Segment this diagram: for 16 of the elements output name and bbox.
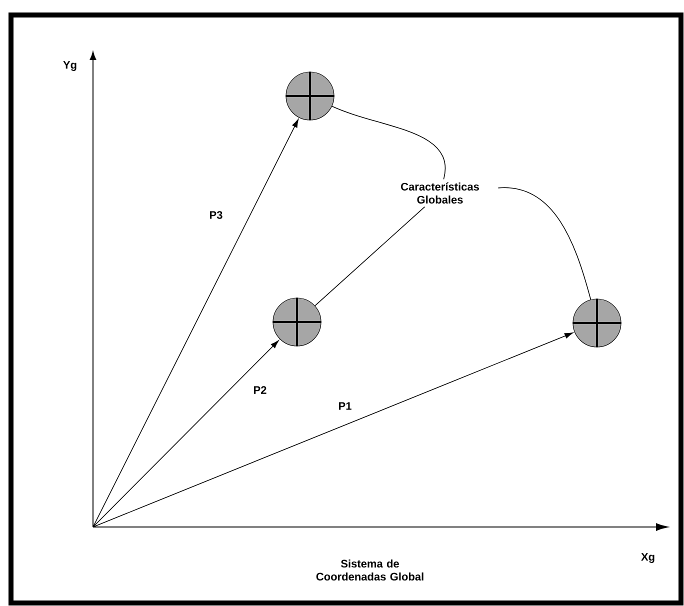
leader-line: [498, 188, 592, 300]
leader-line: [332, 106, 446, 180]
arrow: [92, 340, 279, 528]
edge-label: P3: [208, 210, 224, 220]
leader-line: [314, 206, 426, 306]
caption-text: Sistema de Coordenadas Global: [316, 559, 424, 581]
feature-marker: [572, 298, 622, 348]
arrow: [92, 119, 299, 528]
edge-label: P1: [337, 401, 353, 411]
feature-marker: [272, 296, 322, 348]
text-label: Características Globales: [401, 182, 479, 204]
feature-marker: [284, 70, 336, 122]
axis-label: Xg: [641, 553, 654, 563]
arrow: [92, 332, 573, 528]
axis-label: Yg: [63, 61, 76, 71]
edge-label: P2: [252, 385, 268, 395]
